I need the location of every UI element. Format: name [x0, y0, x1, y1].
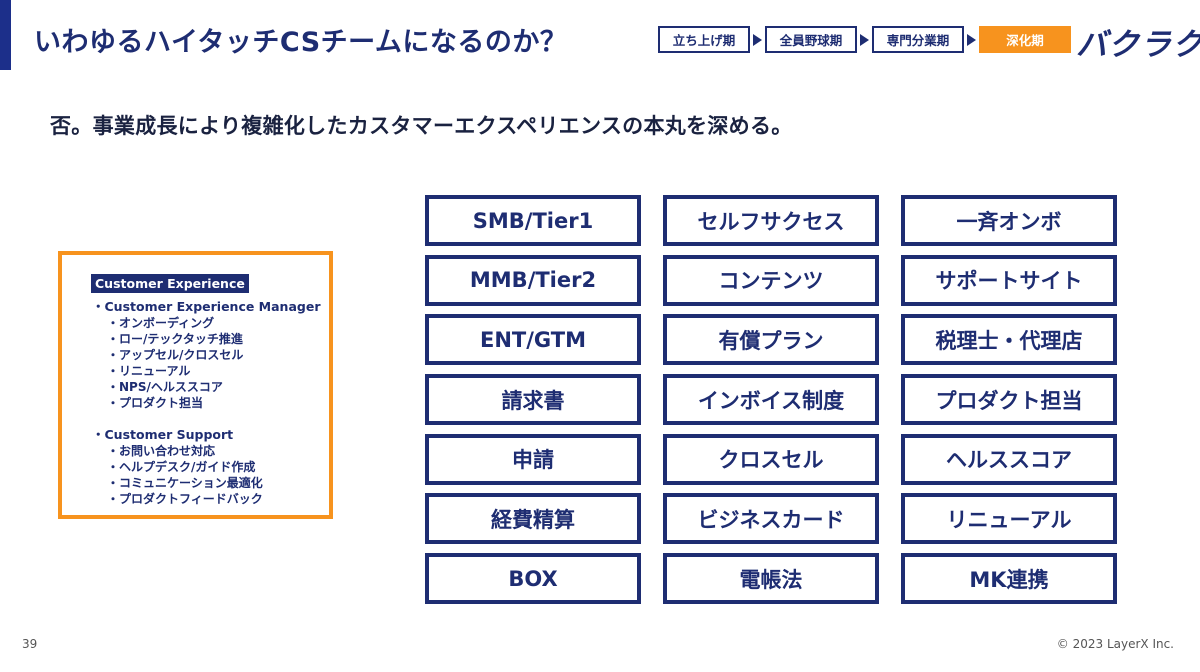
arrow-right-icon	[967, 33, 976, 46]
grid-cell: ビジネスカード	[663, 493, 879, 545]
page-title: いわゆるハイタッチCSチームになるのか？	[34, 27, 568, 58]
grid-cell: 税理士・代理店	[901, 314, 1117, 366]
cx-section-title: ・Customer Support	[92, 427, 234, 442]
customer-experience-box: Customer Experience ・Customer Experience…	[58, 251, 333, 519]
grid-cell: クロスセル	[663, 433, 879, 485]
list-item: ・プロダクトフィードバック	[107, 492, 263, 506]
subtitle: 否。事業成長により複雑化したカスタマーエクスペリエンスの本丸を深める。	[50, 114, 793, 138]
cx-item-list: ・お問い合わせ対応 ・ヘルプデスク/ガイド作成 ・コミュニケーション最適化 ・プ…	[92, 443, 263, 507]
grid-cell: 経費精算	[425, 493, 641, 545]
grid-cell: SMB/Tier1	[425, 195, 641, 246]
list-item: ・プロダクト担当	[107, 396, 204, 410]
grid-cell: 電帳法	[663, 553, 879, 605]
cx-section-title: ・Customer Experience Manager	[92, 299, 321, 314]
grid-cell: 請求書	[425, 374, 641, 426]
list-item: ・NPS/ヘルススコア	[107, 380, 223, 394]
copyright: © 2023 LayerX Inc.	[1056, 637, 1174, 651]
title-accent-bar	[0, 0, 11, 70]
grid-cell: インボイス制度	[663, 374, 879, 426]
list-item: ・ロー/テックタッチ推進	[107, 332, 243, 346]
grid-cell: リニューアル	[901, 493, 1117, 545]
page-number: 39	[22, 637, 38, 651]
cx-section-support: ・Customer Support ・お問い合わせ対応 ・ヘルプデスク/ガイド作…	[92, 427, 263, 507]
grid-cell: ENT/GTM	[425, 314, 641, 366]
cx-item-list: ・オンボーディング ・ロー/テックタッチ推進 ・アップセル/クロスセル ・リニュ…	[92, 315, 321, 411]
grid-cell: 申請	[425, 433, 641, 485]
grid-cell: 有償プラン	[663, 314, 879, 366]
list-item: ・コミュニケーション最適化	[107, 476, 263, 490]
list-item: ・お問い合わせ対応	[107, 444, 216, 458]
brand-logo: バクラク	[1076, 27, 1200, 63]
grid-cell: セルフサクセス	[663, 195, 879, 246]
grid-cell: MK連携	[901, 553, 1117, 605]
grid-cell: MMB/Tier2	[425, 254, 641, 306]
arrow-right-icon	[860, 33, 869, 46]
cx-section-cem: ・Customer Experience Manager ・オンボーディング ・…	[92, 299, 321, 411]
grid-cell: ヘルススコア	[901, 433, 1117, 485]
grid-cell: コンテンツ	[663, 254, 879, 306]
step-specialization: 専門分業期	[872, 26, 964, 53]
list-item: ・アップセル/クロスセル	[107, 348, 244, 362]
step-deepening: 深化期	[979, 26, 1071, 53]
grid-cell: サポートサイト	[901, 254, 1117, 306]
grid-cell: 一斉オンボ	[901, 195, 1117, 246]
cx-header-label: Customer Experience	[91, 274, 249, 293]
phase-stepper: 立ち上げ期 全員野球期 専門分業期 深化期	[658, 26, 1071, 53]
step-launch: 立ち上げ期	[658, 26, 750, 53]
step-all-hands: 全員野球期	[765, 26, 857, 53]
cx-topic-grid: SMB/Tier1 セルフサクセス 一斉オンボ MMB/Tier2 コンテンツ …	[425, 195, 1117, 605]
grid-cell: プロダクト担当	[901, 374, 1117, 426]
list-item: ・ヘルプデスク/ガイド作成	[107, 460, 256, 474]
list-item: ・リニューアル	[107, 364, 191, 378]
grid-cell: BOX	[425, 553, 641, 605]
list-item: ・オンボーディング	[107, 316, 215, 330]
arrow-right-icon	[753, 33, 762, 46]
